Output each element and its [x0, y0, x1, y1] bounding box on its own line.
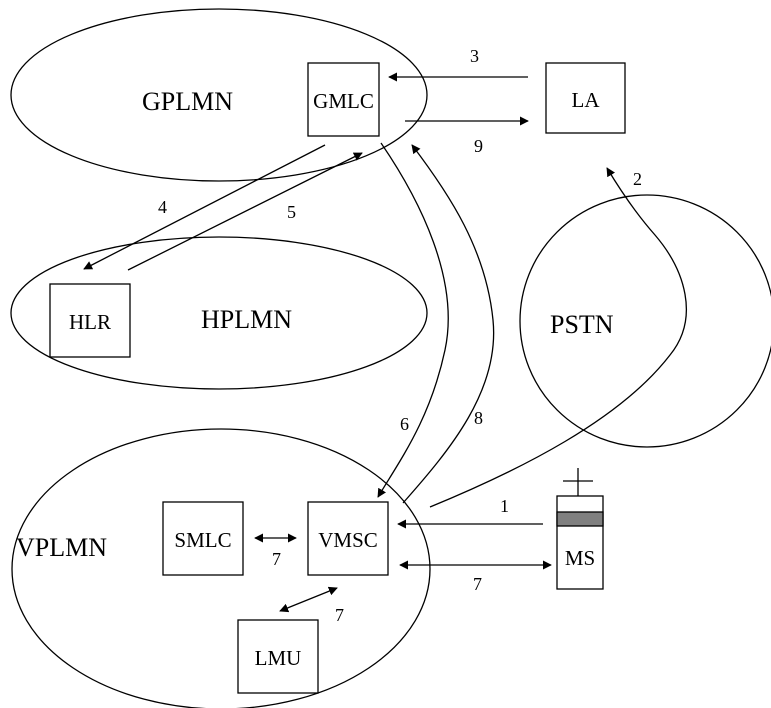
arrow-5	[127, 152, 363, 271]
la-label: LA	[572, 88, 601, 112]
pstn-circle	[519, 194, 771, 448]
lmu-box	[237, 619, 319, 694]
gmlc-label: GMLC	[313, 89, 374, 113]
step-label-3: 3	[470, 46, 479, 66]
pstn-label: PSTN	[550, 310, 614, 339]
gmlc-box	[307, 62, 380, 137]
step-label-2: 2	[633, 169, 642, 189]
ms-label: MS	[565, 546, 595, 570]
step-label-7-smlc-vmsc: 7	[272, 549, 281, 569]
arrow-8	[402, 144, 495, 504]
smlc-box	[162, 501, 244, 576]
lmu-label: LMU	[255, 646, 302, 670]
la-box	[545, 62, 626, 134]
arrow-6	[377, 142, 449, 498]
vplmn-label: VPLMN	[16, 533, 107, 562]
hlr-box	[49, 283, 131, 358]
step-label-7-lmu-vmsc: 7	[335, 605, 344, 625]
gplmn-ellipse	[10, 8, 428, 182]
arrow-7-lmu-vmsc	[279, 586, 338, 613]
ms-device-icon	[556, 468, 604, 590]
hlr-label: HLR	[69, 310, 111, 334]
ms-band	[556, 511, 604, 527]
step-label-1: 1	[500, 496, 509, 516]
vmsc-label: VMSC	[318, 528, 378, 552]
step-label-8: 8	[474, 408, 483, 428]
vmsc-box	[307, 501, 389, 576]
arrow-2	[429, 167, 688, 508]
step-label-9: 9	[474, 136, 483, 156]
step-label-4: 4	[158, 197, 167, 217]
hplmn-label: HPLMN	[201, 305, 292, 334]
smlc-label: SMLC	[174, 528, 231, 552]
step-label-6: 6	[400, 414, 409, 434]
step-label-7-vmsc-ms: 7	[473, 574, 482, 594]
gplmn-label: GPLMN	[142, 87, 233, 116]
arrow-4	[83, 144, 326, 270]
step-label-5: 5	[287, 202, 296, 222]
hplmn-ellipse	[10, 236, 428, 390]
